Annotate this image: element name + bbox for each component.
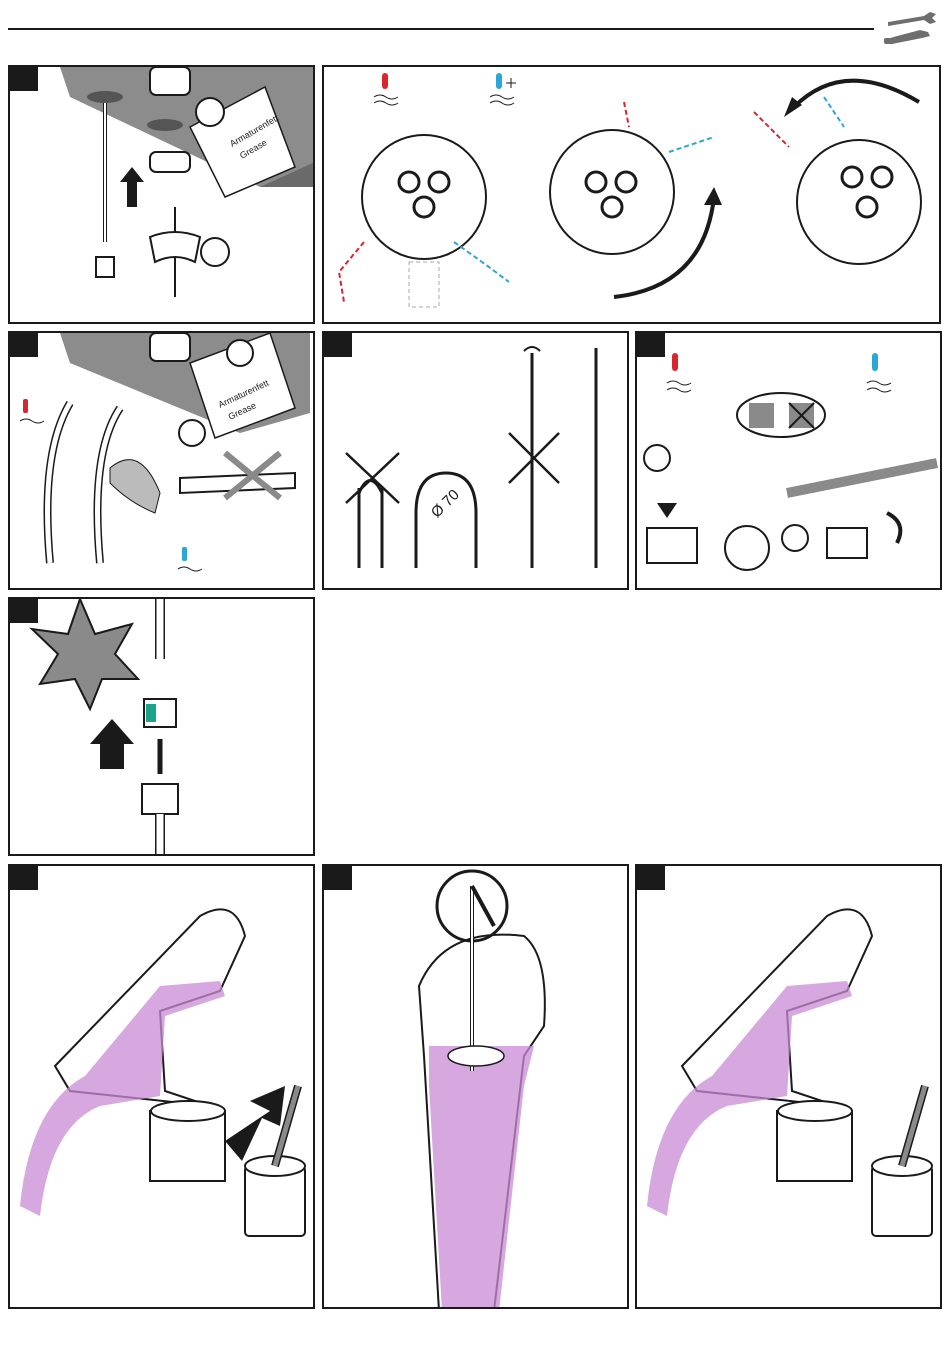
step-panel-1: Armaturenfett Grease xyxy=(8,65,315,324)
illustration-filter-install xyxy=(637,333,942,590)
cold-water-icon xyxy=(178,547,202,571)
hot-water-icon xyxy=(20,399,44,423)
click-burst-icon xyxy=(32,599,138,709)
cold-water-icon xyxy=(490,73,516,105)
step-panel-7 xyxy=(8,864,315,1309)
cold-water-icon xyxy=(867,353,891,392)
bend-radius-dimension: Ø 70 xyxy=(428,486,463,521)
step-callout-circle xyxy=(196,98,224,126)
illustration-click-connect xyxy=(10,599,315,856)
step-panel-3: Armaturenfett Grease xyxy=(8,331,315,590)
step-panel-8 xyxy=(322,864,629,1309)
filter-detail-icon xyxy=(725,526,769,570)
illustration-hose-orientation xyxy=(324,67,941,324)
wrench-screwdriver-icon xyxy=(880,8,940,48)
header-rule xyxy=(8,28,874,30)
illustration-hose-bending: Ø 70 xyxy=(324,333,629,590)
step-panel-4: Ø 70 xyxy=(322,331,629,590)
step-panel-6 xyxy=(8,597,315,856)
hot-water-icon xyxy=(374,73,398,105)
illustration-flush-open xyxy=(10,866,315,1309)
step-panel-5 xyxy=(635,331,942,590)
gloved-hand-icon xyxy=(110,460,160,513)
illustration-hose-connection: Armaturenfett Grease xyxy=(10,333,315,590)
step-panel-2 xyxy=(322,65,941,324)
illustration-flush-closed xyxy=(637,866,942,1309)
twist-arrow-icon xyxy=(524,347,540,351)
rotate-arrow-icon xyxy=(150,232,200,262)
illustration-mount-removal: Armaturenfett Grease xyxy=(10,67,315,324)
illustration-aerator-removal xyxy=(324,866,629,1309)
hot-water-icon xyxy=(667,353,691,392)
step-callout-circle xyxy=(201,238,229,266)
step-panel-9 xyxy=(635,864,942,1309)
